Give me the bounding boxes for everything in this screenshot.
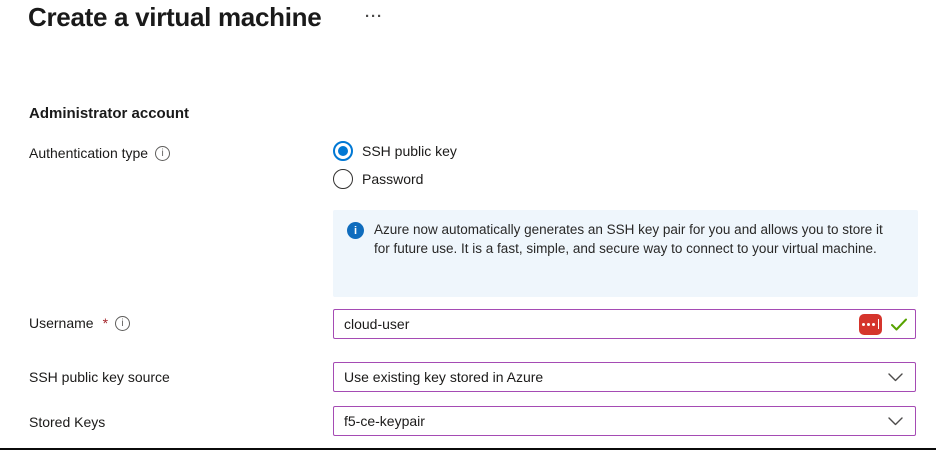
page-title: Create a virtual machine [28,2,322,32]
ssh-key-source-label: SSH public key source [29,369,170,385]
pm-dot [866,322,870,326]
valid-check-icon [891,318,915,331]
radio-label: SSH public key [362,143,457,159]
username-label: Username * i [29,315,131,331]
pm-dot [871,322,875,326]
username-input-value: cloud-user [344,316,410,332]
ssh-info-banner: i Azure now automatically generates an S… [333,210,918,297]
radio-selected-icon [333,141,353,161]
radio-label: Password [362,171,424,187]
more-options-button[interactable]: ··· [358,4,390,30]
chevron-down-icon [888,416,915,426]
info-filled-icon: i [347,222,364,239]
ssh-key-source-label-text: SSH public key source [29,369,170,385]
pm-cursor [877,319,880,329]
authentication-type-label-text: Authentication type [29,145,149,161]
ssh-key-source-dropdown-value: Use existing key stored in Azure [344,369,544,385]
radio-option-password[interactable]: Password [333,169,423,189]
ssh-info-banner-text: Azure now automatically generates an SSH… [374,222,883,256]
chevron-down-icon [888,372,915,382]
username-input[interactable]: cloud-user [333,309,916,339]
radio-dot [338,146,348,156]
required-asterisk: * [102,315,109,331]
password-manager-icon[interactable] [859,313,882,335]
pm-dot [861,322,865,326]
stored-keys-label: Stored Keys [29,414,105,430]
info-icon[interactable]: i [155,145,171,161]
ellipsis-icon: ··· [365,8,383,25]
section-heading-administrator-account: Administrator account [29,105,190,122]
radio-option-ssh-public-key[interactable]: SSH public key [333,141,457,161]
stored-keys-dropdown-value: f5-ce-keypair [344,413,425,429]
stored-keys-dropdown[interactable]: f5-ce-keypair [333,406,916,436]
radio-unselected-icon [333,169,353,189]
stored-keys-label-text: Stored Keys [29,414,106,430]
info-icon[interactable]: i [115,315,131,331]
username-label-text: Username [29,315,94,331]
bottom-divider [0,448,936,450]
ssh-key-source-dropdown[interactable]: Use existing key stored in Azure [333,362,916,392]
authentication-type-label: Authentication type i [29,145,171,161]
